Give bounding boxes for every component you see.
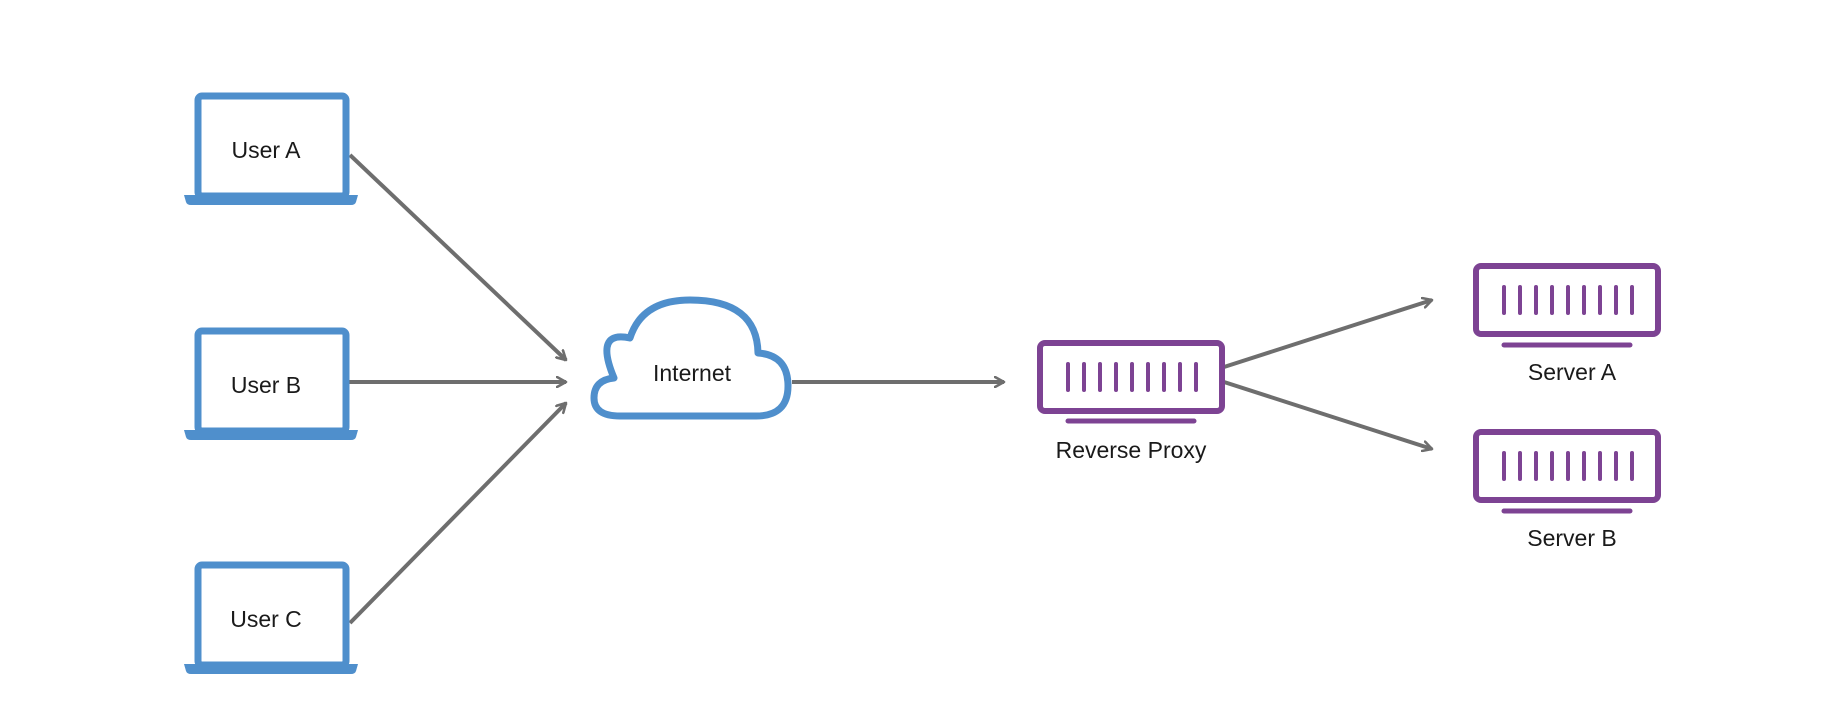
server-icon (1473, 263, 1661, 348)
reverse-proxy-node: Reverse Proxy (1037, 340, 1225, 463)
user-a-node: User A (184, 92, 358, 205)
reverse-proxy-label: Reverse Proxy (1056, 437, 1207, 463)
laptop-icon (184, 561, 358, 674)
connection-arrows (348, 153, 1432, 625)
laptop-icon (184, 327, 358, 440)
arrow-proxy-to-server-a (1223, 300, 1432, 369)
laptop-icon (184, 92, 358, 205)
user-c-node: User C (184, 561, 358, 674)
internet-node: Internet (590, 296, 792, 420)
user-b-label: User B (231, 372, 301, 398)
internet-label: Internet (653, 360, 732, 386)
arrow-proxy-to-server-b (1223, 380, 1432, 449)
server-b-label: Server B (1527, 525, 1616, 551)
server-a-label: Server A (1528, 359, 1617, 385)
arrow-user-c-to-internet (348, 401, 568, 625)
server-icon (1473, 429, 1661, 514)
arrow-user-a-to-internet (348, 153, 568, 362)
cloud-icon (590, 296, 792, 420)
server-icon (1037, 340, 1225, 424)
user-b-node: User B (184, 327, 358, 440)
user-c-label: User C (230, 606, 302, 632)
server-a-node: Server A (1473, 263, 1661, 385)
user-a-label: User A (231, 137, 301, 163)
server-b-node: Server B (1473, 429, 1661, 551)
